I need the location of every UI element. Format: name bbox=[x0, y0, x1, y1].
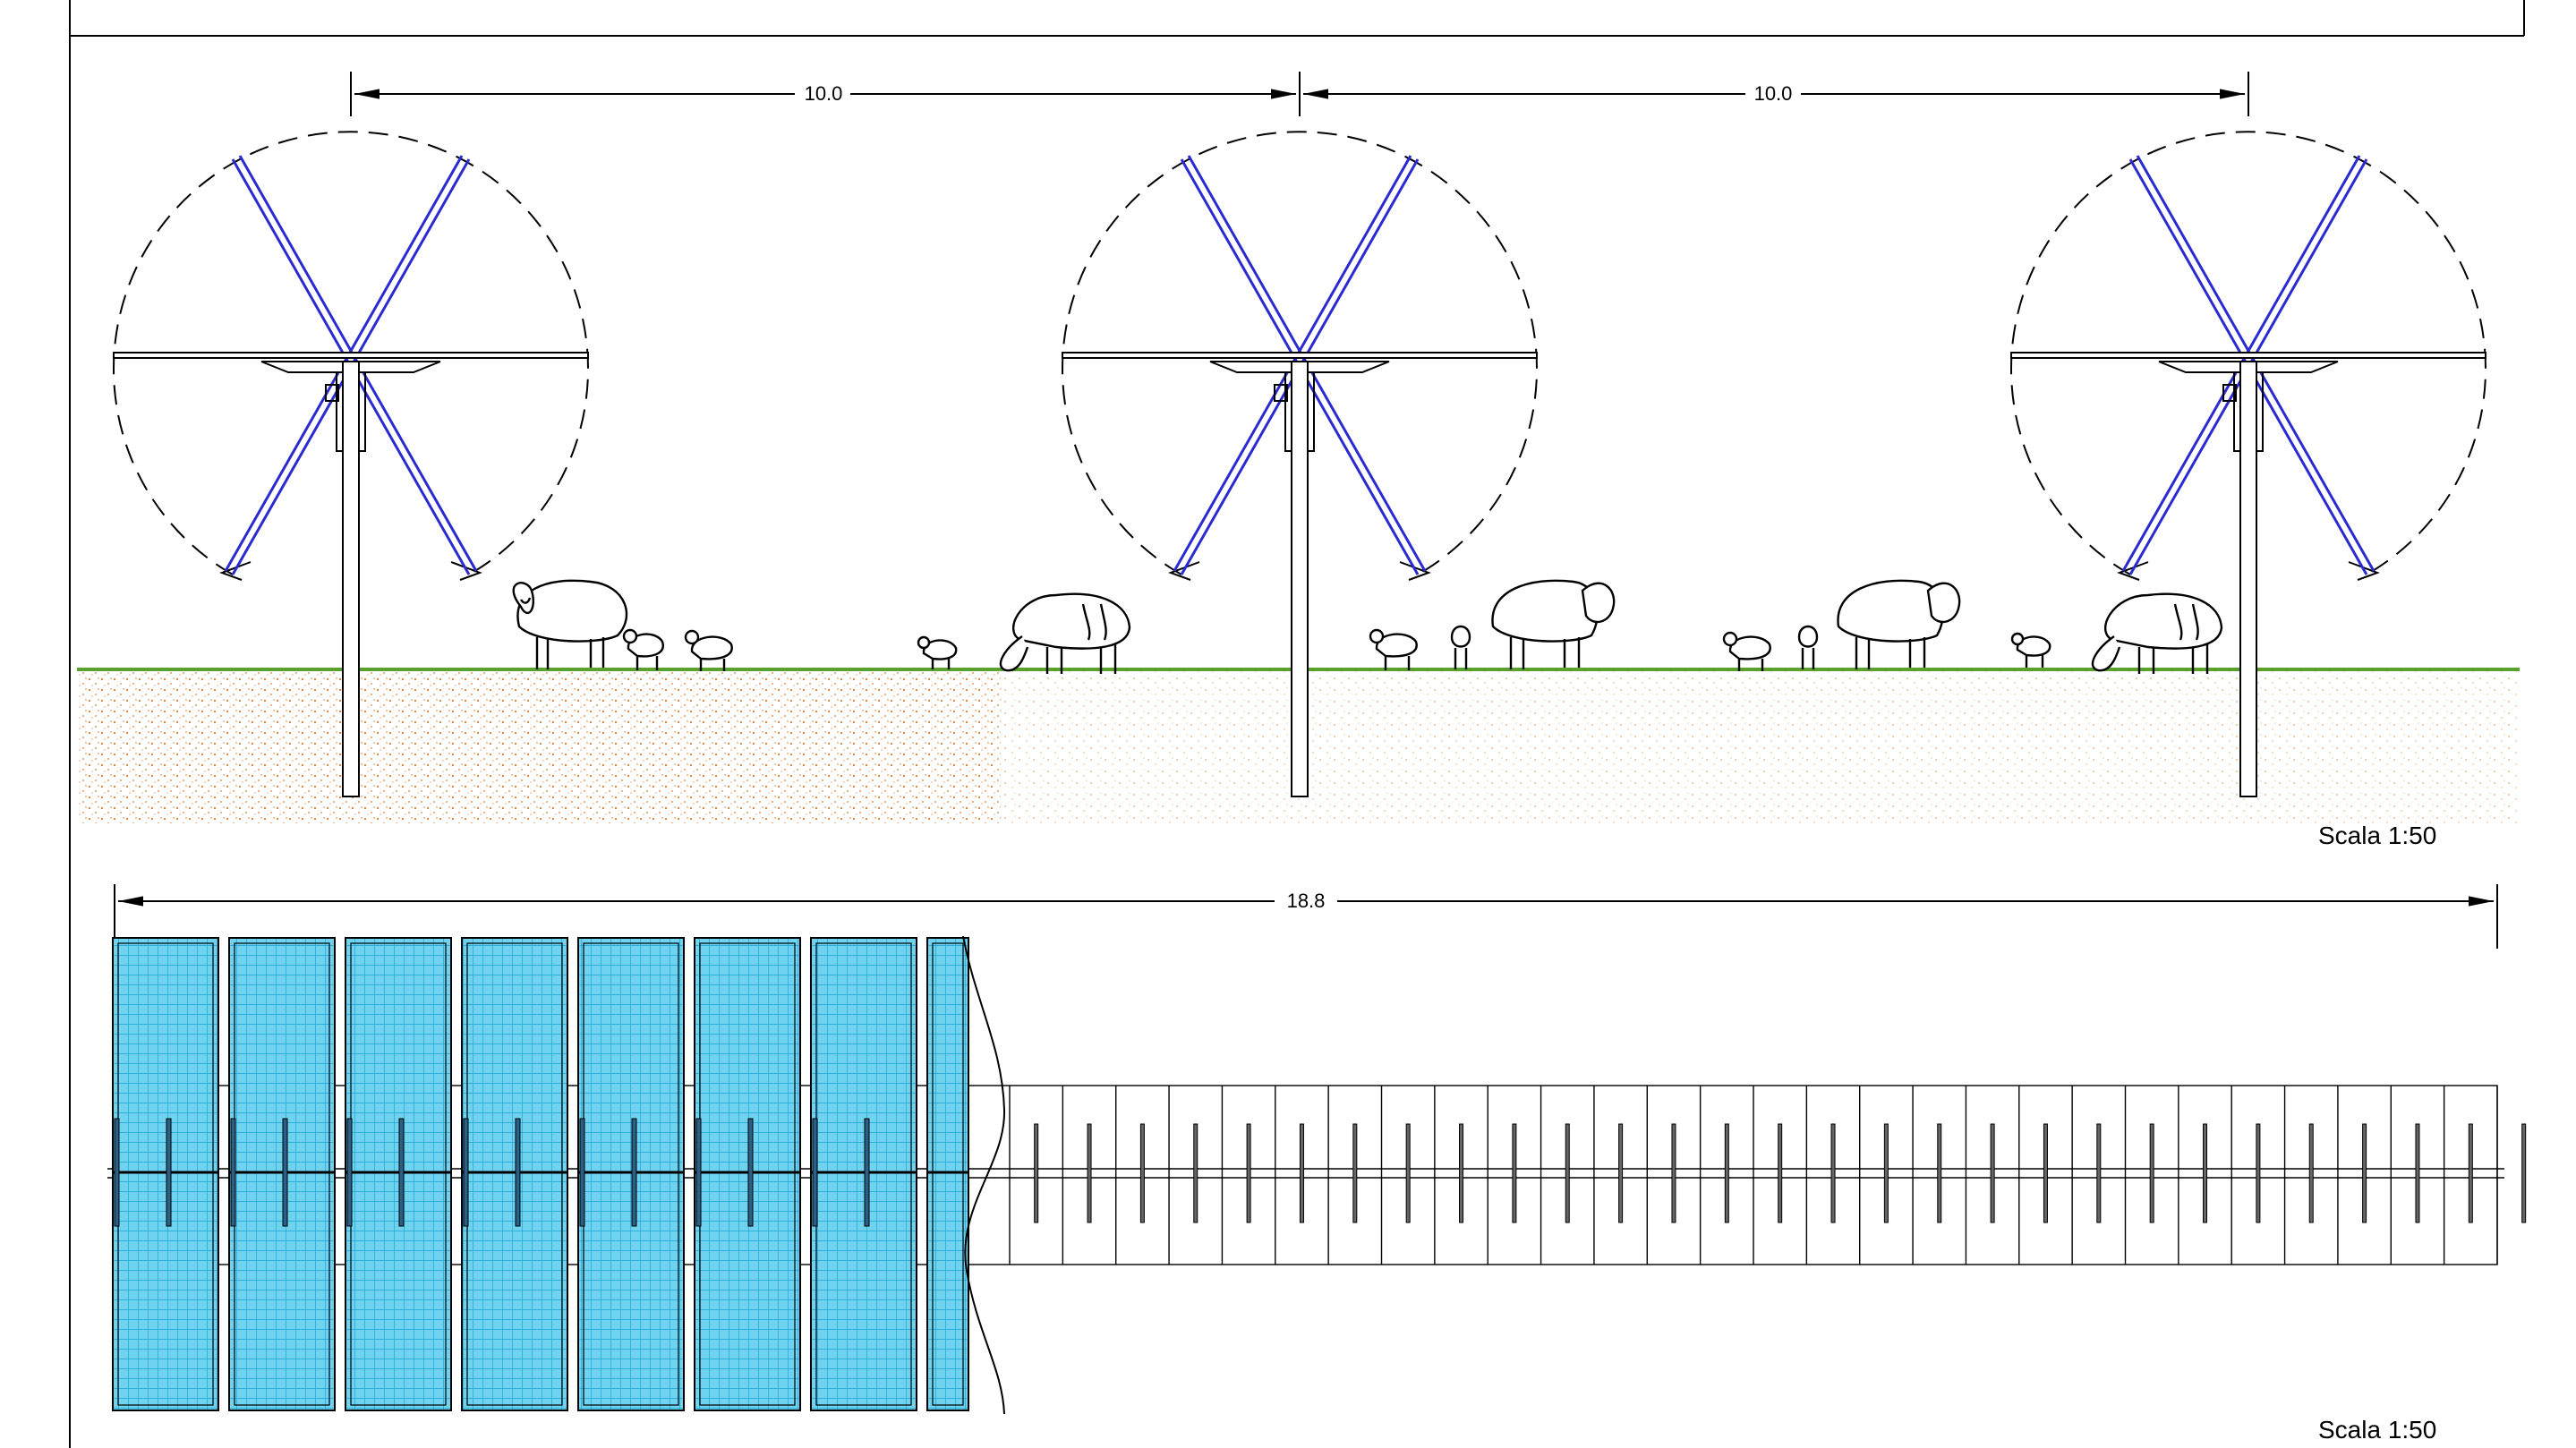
panel-column bbox=[926, 937, 969, 1411]
sheep bbox=[999, 592, 1131, 674]
panel-column bbox=[345, 937, 452, 1411]
clamp-bar bbox=[812, 1118, 818, 1227]
ground bbox=[77, 668, 2520, 823]
solar-tracker bbox=[1062, 131, 1538, 797]
clamp-bar bbox=[1671, 1123, 1676, 1223]
solar-tracker bbox=[2010, 131, 2486, 797]
clamp-bar bbox=[463, 1118, 469, 1227]
plan-dimension bbox=[114, 884, 2498, 949]
sheep bbox=[2091, 592, 2223, 674]
clamp-bar bbox=[2468, 1123, 2473, 1223]
rotation-arc bbox=[2010, 131, 2486, 575]
sheep-flock bbox=[512, 579, 2223, 674]
clamp-bar bbox=[1618, 1123, 1624, 1223]
clamp-bar bbox=[864, 1118, 870, 1227]
dimension-label-2: 10.0 bbox=[1754, 82, 1793, 105]
lamb bbox=[2010, 632, 2051, 668]
lamb bbox=[917, 635, 958, 669]
lamb bbox=[1797, 625, 1819, 669]
clamp-bar bbox=[695, 1118, 702, 1227]
panel-column bbox=[228, 937, 336, 1411]
clamp-bar bbox=[1405, 1123, 1411, 1223]
clamp-bar bbox=[747, 1118, 754, 1227]
clamp-bar bbox=[1193, 1123, 1198, 1223]
plan-scale-label: Scala 1:50 bbox=[2318, 1416, 2437, 1444]
clamp-bar bbox=[1565, 1123, 1570, 1223]
clamp-bar bbox=[515, 1118, 521, 1227]
tracker-pole bbox=[1291, 361, 1309, 797]
clamp-bar bbox=[631, 1118, 637, 1227]
clamp-bar bbox=[1990, 1123, 1995, 1223]
clamp-bar bbox=[2308, 1123, 2314, 1223]
lamb bbox=[684, 629, 733, 671]
tracker-pole bbox=[342, 361, 360, 797]
sheep bbox=[512, 579, 628, 669]
clamp-bar bbox=[1778, 1123, 1783, 1223]
clamp-bar bbox=[1512, 1123, 1517, 1223]
clamp-bar bbox=[579, 1118, 585, 1227]
clamp-bar bbox=[2203, 1123, 2208, 1223]
clamp-bar bbox=[166, 1118, 172, 1227]
clamp-bar bbox=[1034, 1123, 1039, 1223]
clamp-bar bbox=[114, 1118, 120, 1227]
plan-dimension-label: 18.8 bbox=[1287, 890, 1326, 912]
panel-column bbox=[112, 937, 219, 1411]
lamb bbox=[1369, 628, 1418, 670]
elevation-scale-label: Scala 1:50 bbox=[2318, 822, 2437, 849]
clamp-bar bbox=[398, 1118, 405, 1227]
solar-panel-array bbox=[112, 937, 969, 1411]
panel-column bbox=[694, 937, 801, 1411]
dimension-label-1: 10.0 bbox=[805, 82, 843, 105]
clamp-bar bbox=[346, 1118, 353, 1227]
clamp-bar bbox=[282, 1118, 288, 1227]
clamp-bar bbox=[230, 1118, 236, 1227]
clamp-bar bbox=[1139, 1123, 1145, 1223]
tracker-pole bbox=[2239, 361, 2257, 797]
clamp-bar bbox=[2096, 1123, 2102, 1223]
sheet-frame bbox=[69, 0, 2525, 1448]
clamp-bar bbox=[2256, 1123, 2261, 1223]
clamp-bar bbox=[1087, 1123, 1092, 1223]
solar-tracker bbox=[113, 131, 589, 797]
rotation-arc bbox=[1062, 131, 1538, 575]
clamp-bar bbox=[1830, 1123, 1836, 1223]
lamb bbox=[1722, 631, 1771, 671]
section-cut-edge bbox=[962, 935, 1006, 1415]
panel-column bbox=[577, 937, 685, 1411]
clamp-bar bbox=[2043, 1123, 2048, 1223]
clamp-bar bbox=[1724, 1123, 1729, 1223]
clamp-bar bbox=[2362, 1123, 2367, 1223]
panel-column bbox=[461, 937, 568, 1411]
clamp-bar bbox=[1459, 1123, 1464, 1223]
clamp-bar bbox=[2521, 1123, 2527, 1223]
clamp-bar bbox=[2149, 1123, 2154, 1223]
panel-column bbox=[810, 937, 917, 1411]
clamp-bar bbox=[1352, 1123, 1358, 1223]
sheep bbox=[1491, 579, 1616, 669]
rotation-arc bbox=[113, 131, 589, 575]
lamb bbox=[1450, 625, 1471, 669]
clamp-bar bbox=[2415, 1123, 2420, 1223]
clamp-bar bbox=[1883, 1123, 1889, 1223]
elevation-dimensions bbox=[350, 72, 2249, 116]
lamb bbox=[622, 628, 664, 670]
sheep bbox=[1837, 579, 1961, 669]
clamp-bar bbox=[1299, 1123, 1304, 1223]
clamp-bar bbox=[1246, 1123, 1251, 1223]
clamp-bar bbox=[1937, 1123, 1942, 1223]
